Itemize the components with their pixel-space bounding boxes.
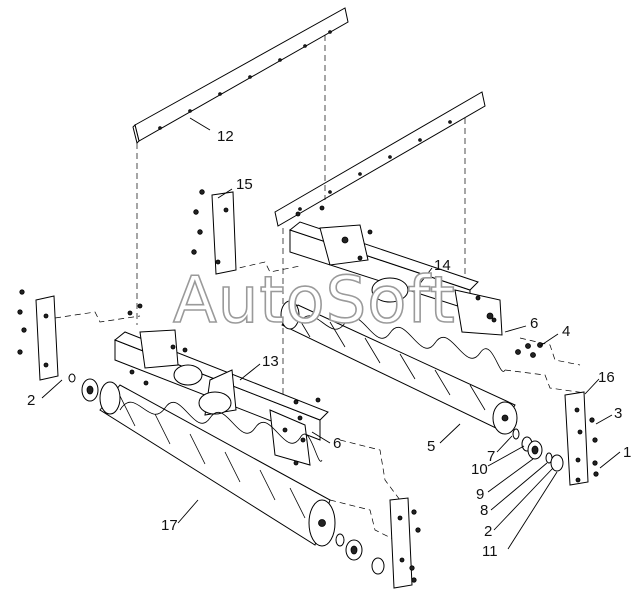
callout-1: 1 [623, 444, 631, 461]
bearing-stack-rear [512, 428, 564, 472]
callout-4: 4 [562, 323, 570, 340]
callout-7: 7 [487, 448, 495, 465]
callout-3: 3 [614, 405, 622, 422]
callout-8: 8 [480, 502, 488, 519]
watermark-text: AutoSoft [173, 264, 456, 338]
callout-6-rear: 6 [530, 315, 538, 332]
side-plate-left [17, 289, 59, 381]
side-plate-15 [191, 189, 237, 275]
side-plate-16 [564, 391, 599, 486]
callout-12: 12 [217, 128, 234, 145]
bearing-stack-front-right [335, 533, 385, 575]
mounting-bar-lower [274, 91, 486, 227]
callout-15: 15 [236, 176, 253, 193]
callout-16: 16 [598, 369, 615, 386]
callout-9: 9 [476, 486, 484, 503]
callout-labels: 12 15 14 13 6 4 16 3 1 2 5 7 6 10 9 8 2 … [27, 128, 631, 560]
side-plate-front-right [389, 497, 421, 589]
callout-6-front: 6 [333, 435, 341, 452]
alignment-lines [54, 35, 586, 541]
crossbeam-14 [288, 205, 503, 336]
loose-bolts [129, 369, 321, 443]
callout-2-left: 2 [27, 392, 35, 409]
callout-2-right: 2 [484, 523, 492, 540]
crossbeam-13 [114, 303, 329, 466]
roller-5 [280, 300, 518, 435]
callout-13: 13 [262, 353, 279, 370]
callout-17: 17 [161, 517, 178, 534]
mounting-bar-upper [132, 7, 349, 144]
callout-5: 5 [427, 438, 435, 455]
leader-lines [41, 117, 621, 550]
bolts-4 [515, 342, 543, 358]
callout-11: 11 [482, 543, 498, 560]
callout-14: 14 [434, 257, 451, 274]
callout-10: 10 [471, 461, 488, 478]
roller-17 [99, 381, 336, 547]
